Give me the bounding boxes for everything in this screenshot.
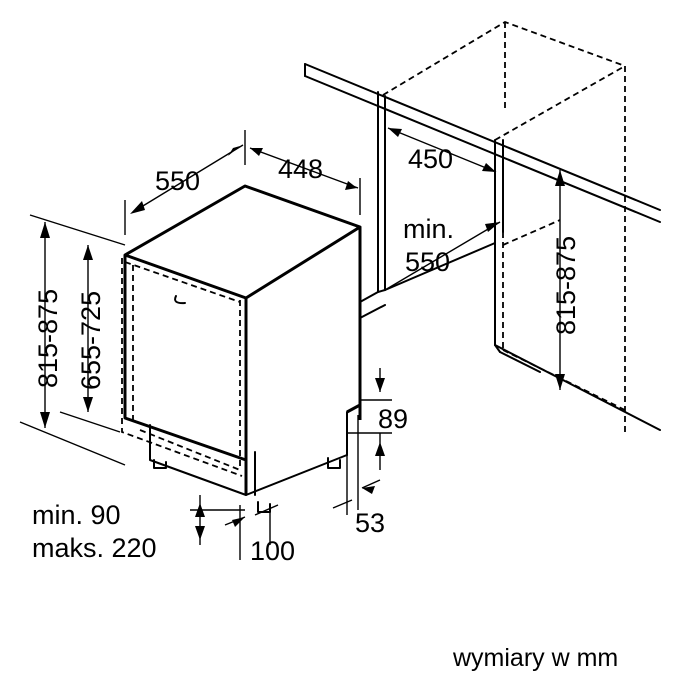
units-caption: wymiary w mm: [452, 644, 618, 672]
dishwasher-body: [121, 184, 362, 513]
foot-icon: [327, 457, 341, 469]
dimension-labels: 550 448 450 min. 550 89 53 100 min. 90 m…: [32, 144, 618, 672]
cabinet-niche: [304, 21, 661, 435]
dimension-lines: [19, 127, 565, 560]
door-height-label: 655-725: [76, 291, 106, 390]
plinth-top-label: 89: [378, 404, 408, 434]
niche-height-label: 815-875: [551, 236, 581, 335]
plinth-min-label: min. 90: [32, 500, 121, 530]
niche-depth-label: 450: [408, 144, 453, 174]
niche-min-value: 550: [405, 247, 450, 277]
width-label: 448: [278, 154, 323, 184]
plinth-max-label: maks. 220: [32, 533, 157, 563]
depth-label: 550: [155, 166, 200, 196]
plinth-bottom-label: 53: [355, 508, 385, 538]
foot-icon: [153, 459, 167, 469]
foot-depth-label: 100: [250, 536, 295, 566]
door-handle-icon: [174, 295, 186, 305]
height-range-label: 815-875: [33, 289, 63, 388]
niche-min-label: min.: [403, 214, 454, 244]
